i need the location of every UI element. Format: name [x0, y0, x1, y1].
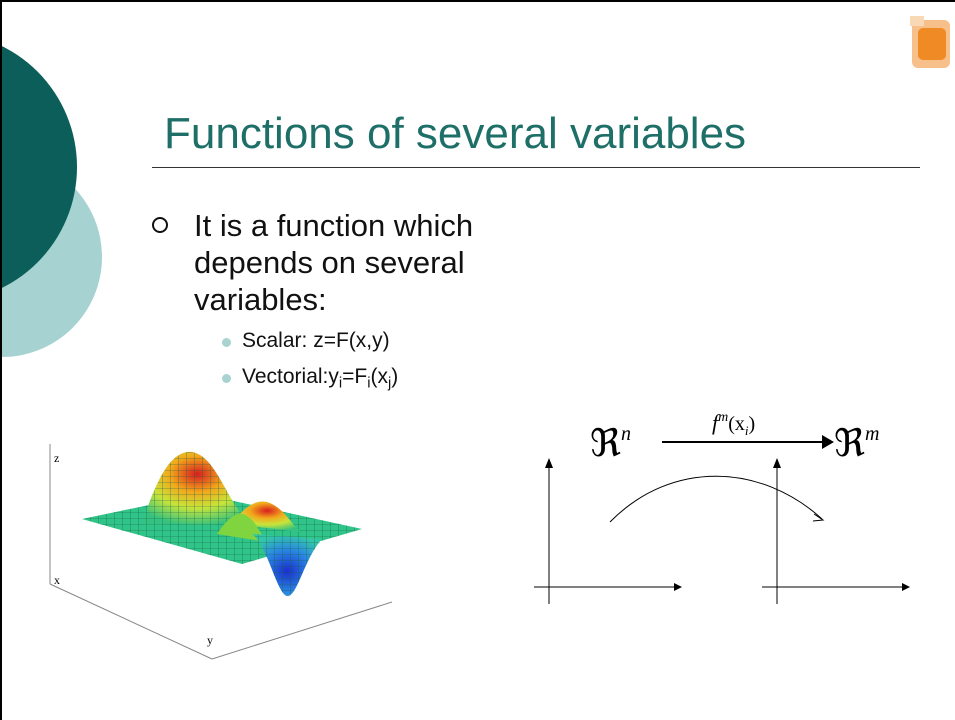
hollow-circle-bullet-icon: [152, 217, 168, 233]
z-axis-label: z: [54, 451, 59, 465]
mapping-diagram: ℜn fm(xi) ℜm: [534, 410, 910, 604]
dark-circle: [2, 46, 77, 288]
y-axis: [211, 601, 393, 660]
sub-bullet-vectorial: Vectorial:yi=Fi(xj): [152, 363, 572, 394]
bullet-main-text: It is a function which depends on severa…: [194, 208, 474, 318]
codomain-symbol: ℜm: [834, 423, 879, 465]
scalar-text: Scalar: z=F(x,y): [242, 328, 390, 352]
decorative-circles: [2, 46, 102, 357]
mapping-arrowhead-icon: [822, 435, 834, 449]
title-divider: [152, 167, 920, 168]
y-axis-label: y: [207, 633, 213, 647]
domain-symbol: ℜn: [590, 423, 631, 465]
vectorial-text: Vectorial:yi=Fi(xj): [242, 364, 399, 392]
sub-bullet-scalar: Scalar: z=F(x,y): [152, 327, 572, 355]
bullet-list: It is a function which depends on severa…: [152, 207, 572, 394]
surface-plot: z x y: [49, 444, 393, 660]
slide-title: Functions of several variables: [164, 109, 747, 158]
dot-bullet-icon: [222, 337, 231, 347]
mapping-curve: [609, 475, 823, 523]
logo-icon: [910, 16, 950, 68]
dot-bullet-icon: [222, 373, 231, 383]
x-axis-label: x: [54, 573, 60, 587]
function-label: fm(xi): [712, 410, 755, 438]
bullet-main: It is a function which depends on severa…: [152, 207, 572, 319]
x-axis: [49, 583, 213, 660]
